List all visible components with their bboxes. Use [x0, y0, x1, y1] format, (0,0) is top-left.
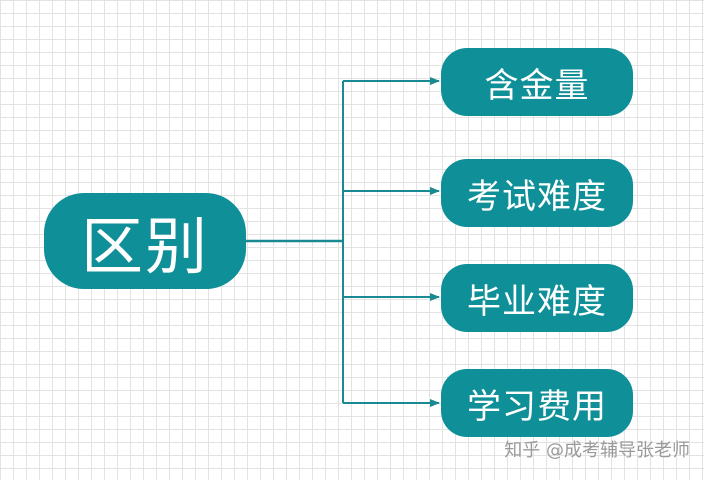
root-node: 区别	[44, 193, 246, 289]
root-node-label: 区别	[80, 210, 209, 283]
child-node-graduation-difficulty: 毕业难度	[441, 264, 633, 332]
child-node-label: 学习费用	[467, 386, 607, 427]
child-node-qualification-value: 含金量	[441, 48, 633, 116]
child-node-label: 毕业难度	[467, 281, 607, 322]
child-node-label: 含金量	[484, 65, 590, 106]
child-node-label: 考试难度	[467, 176, 607, 217]
child-node-tuition-cost: 学习费用	[441, 369, 633, 437]
child-node-exam-difficulty: 考试难度	[441, 159, 633, 227]
watermark-text: 知乎 @成考辅导张老师	[504, 440, 690, 461]
